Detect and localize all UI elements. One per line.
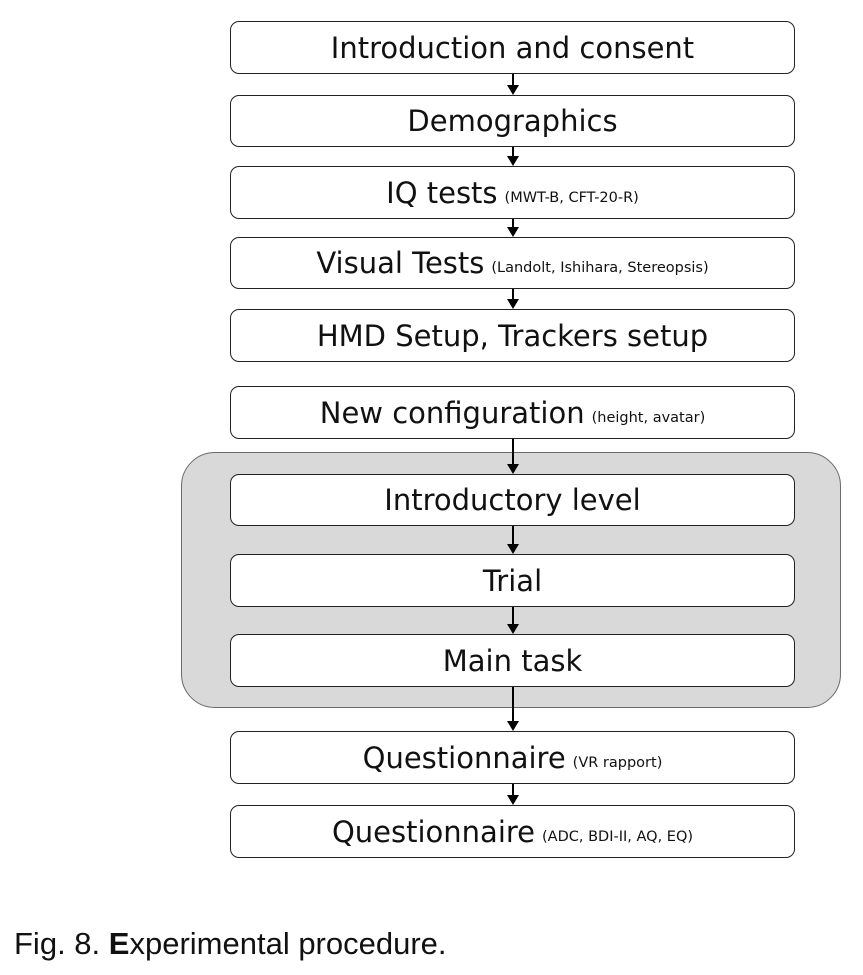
connector-line [512,526,514,544]
figure-caption: Fig. 8. Experimental procedure. [14,926,447,962]
step-label: IQ tests [386,175,498,210]
arrowhead-icon [507,721,519,731]
step-label: HMD Setup, Trackers setup [316,318,709,353]
arrowhead-icon [507,227,519,237]
connector-line [512,289,514,299]
step-detail: (MWT-B, CFT-20-R) [504,189,639,206]
step-label: Introduction and consent [330,30,695,65]
figure-number: Fig. 8. [14,926,101,961]
connector-line [512,439,514,464]
arrowhead-icon [507,299,519,309]
connector-line [512,687,514,721]
step-hmd-setup: HMD Setup, Trackers setup [230,309,795,362]
caption-initial: E [108,926,130,961]
arrowhead-icon [507,624,519,634]
step-label: Demographics [407,104,618,138]
step-detail: (Landolt, Ishihara, Stereopsis) [491,260,709,276]
arrowhead-icon [507,464,519,474]
step-detail: (ADC, BDI-II, AQ, EQ) [542,828,694,845]
step-label: Questionnaire [362,740,566,775]
step-detail: (VR rapport) [572,754,663,771]
step-new-configuration: New configuration (height, avatar) [230,386,795,439]
step-introduction-consent: Introduction and consent [230,21,795,74]
connector-line [512,147,514,156]
connector-line [512,74,514,85]
step-detail: (height, avatar) [591,409,706,426]
step-label: New configuration [319,395,585,430]
step-label: Visual Tests [316,246,485,280]
connector-line [512,219,514,227]
arrowhead-icon [507,795,519,805]
step-main-task: Main task [230,634,795,687]
step-introductory-level: Introductory level [230,474,795,526]
arrowhead-icon [507,544,519,554]
step-label: Questionnaire [331,814,536,849]
step-trial: Trial [230,554,795,607]
step-questionnaire-clinical: Questionnaire (ADC, BDI-II, AQ, EQ) [230,805,795,858]
connector-line [512,784,514,795]
arrowhead-icon [507,85,519,95]
caption-text: xperimental procedure. [129,926,447,961]
step-demographics: Demographics [230,95,795,147]
step-label: Introductory level [384,483,641,517]
connector-line [512,607,514,624]
step-visual-tests: Visual Tests (Landolt, Ishihara, Stereop… [230,237,795,289]
step-label: Trial [482,563,543,598]
step-iq-tests: IQ tests (MWT-B, CFT-20-R) [230,166,795,219]
step-label: Main task [442,643,583,678]
arrowhead-icon [507,156,519,166]
step-questionnaire-vr: Questionnaire (VR rapport) [230,731,795,784]
